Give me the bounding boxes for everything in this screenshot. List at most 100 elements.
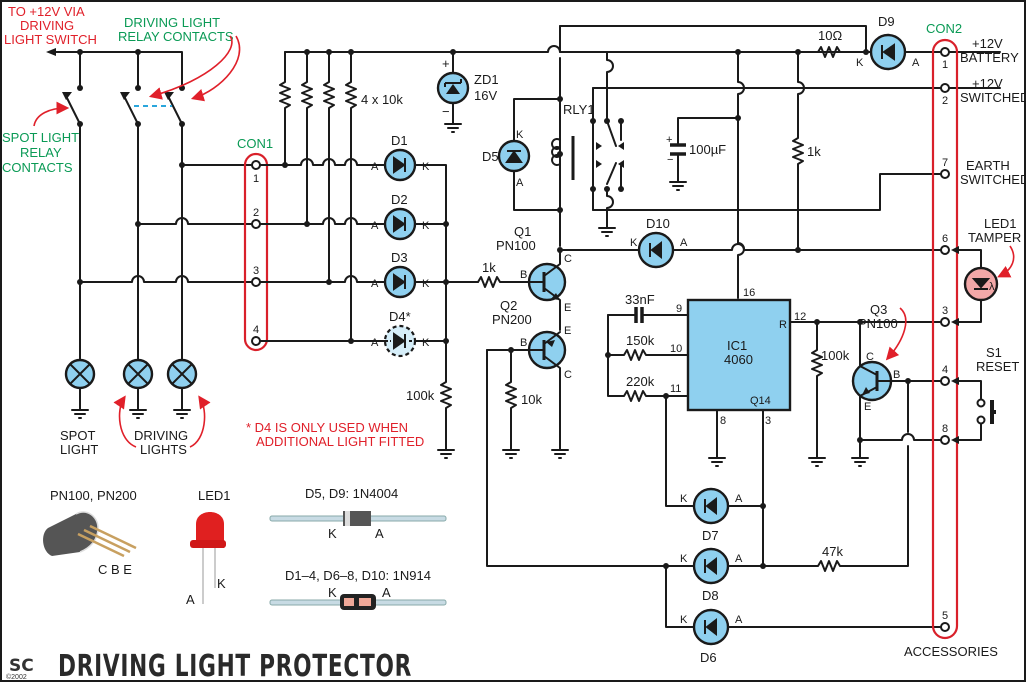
s1-label-2: RESET	[976, 359, 1019, 374]
spot-relay-label-2: RELAY	[20, 145, 62, 160]
d4-note-1: * D4 IS ONLY USED WHEN	[246, 420, 408, 435]
d10-a: A	[680, 237, 688, 249]
to-switch-label-1: TO +12V VIA	[8, 4, 85, 19]
driving-lights-label-2: LIGHTS	[140, 442, 187, 457]
r-10ohm-label: 10Ω	[818, 28, 842, 43]
d2-label: D2	[391, 192, 408, 207]
ic1-pin11: 11	[670, 383, 681, 395]
to-switch-label-2: DRIVING	[20, 18, 74, 33]
zd1-minus: −	[442, 104, 450, 119]
svg-text:K: K	[680, 614, 688, 626]
driving-relay-label-1: DRIVING LIGHT	[124, 15, 220, 30]
driving-lights-label-1: DRIVING	[134, 428, 188, 443]
d10-label: D10	[646, 216, 670, 231]
d10-k: K	[630, 237, 638, 249]
legend-led-a: A	[186, 592, 195, 607]
s1-label-1: S1	[986, 345, 1002, 360]
pointer-arrow-icon	[189, 395, 211, 448]
ic1-ref: IC1	[727, 338, 747, 353]
r-1k-top-label: 1k	[807, 144, 821, 159]
transistor-package-icon	[43, 511, 137, 558]
arrow-left-icon	[46, 48, 56, 56]
q3-c: C	[866, 351, 874, 363]
con2-pin7-label-2: SWITCHED	[960, 172, 1026, 187]
d5-label: D5	[482, 149, 499, 164]
r-220k-label: 220k	[626, 374, 655, 389]
q1-b: B	[520, 269, 527, 281]
rly1-label: RLY1	[563, 102, 595, 117]
legend-led-label: LED1	[198, 488, 231, 503]
spot-light-label-1: SPOT	[60, 428, 95, 443]
diode-d3	[383, 265, 417, 299]
diagram-title: DRIVING LIGHT PROTECTOR	[58, 649, 412, 682]
copyright: ©2002	[6, 673, 27, 681]
svg-text:3: 3	[253, 265, 259, 277]
q1-c: C	[564, 253, 572, 265]
svg-text:2: 2	[942, 95, 948, 107]
q2-b: B	[520, 337, 527, 349]
d9-label: D9	[878, 14, 895, 29]
ic1-pin8: 8	[720, 415, 726, 427]
d3-label: D3	[391, 250, 408, 265]
ic1-pin10: 10	[670, 343, 682, 355]
d1-label: D1	[391, 133, 408, 148]
lamp-driving-2	[166, 358, 198, 419]
diode-d6	[692, 608, 730, 646]
d8-label: D8	[702, 588, 719, 603]
q3-type: PN100	[858, 316, 898, 331]
svg-text:5: 5	[942, 610, 948, 622]
relay-contacts-group	[46, 48, 185, 361]
lamp-driving-1	[122, 358, 154, 419]
zd1-plus: +	[442, 56, 450, 71]
svg-text:2: 2	[253, 207, 259, 219]
svg-text:A: A	[735, 493, 743, 505]
d6-label: D6	[700, 650, 717, 665]
led1-label-2: TAMPER	[968, 230, 1021, 245]
pointer-arrow-icon	[190, 35, 241, 102]
legend-power-diode-label: D5, D9: 1N4004	[305, 486, 398, 501]
diode-d5	[497, 139, 531, 173]
legend-signal-diode-label: D1–4, D6–8, D10: 1N914	[285, 568, 431, 583]
r-150k-label: 150k	[626, 333, 655, 348]
svg-text:K: K	[680, 493, 688, 505]
svg-text:7: 7	[942, 157, 948, 169]
svg-text:K: K	[680, 553, 688, 565]
svg-text:K: K	[422, 278, 430, 290]
spot-light-label-2: LIGHT	[60, 442, 98, 457]
pointer-arrow-icon	[33, 101, 70, 127]
d5-k: K	[516, 129, 524, 141]
con2-pin7-label-1: EARTH	[966, 158, 1010, 173]
legend-signal-diode-a: A	[382, 585, 391, 600]
con2-pin1-label-1: +12V	[972, 36, 1003, 51]
svg-text:A: A	[371, 161, 379, 173]
diode-d2	[383, 207, 417, 241]
con2-pin1-label-2: BATTERY	[960, 50, 1019, 65]
r-1k-base-label: 1k	[482, 260, 496, 275]
zd1-value: 16V	[474, 88, 497, 103]
con2-label: CON2	[926, 21, 962, 36]
q1-e: E	[564, 302, 571, 314]
spot-relay-label-1: SPOT LIGHT	[2, 130, 79, 145]
relay-contacts	[590, 51, 1001, 237]
con1-outline	[243, 152, 269, 352]
led1-label-1: LED1	[984, 216, 1017, 231]
con2-pin5-label: ACCESSORIES	[904, 644, 998, 659]
ic1-pin12: 12	[794, 311, 806, 323]
s1-reset-switch[interactable]	[976, 398, 997, 425]
legend-power-diode-k: K	[328, 526, 337, 541]
d4-label: D4*	[389, 309, 411, 324]
ic1-pin-r: R	[779, 319, 787, 331]
relay-coil	[551, 136, 575, 180]
svg-text:K: K	[422, 161, 430, 173]
diode-d1	[383, 148, 417, 182]
svg-text:K: K	[422, 220, 430, 232]
pointer-arrow-icon	[113, 395, 137, 448]
legend-transistor-label: PN100, PN200	[50, 488, 137, 503]
diode-d9	[869, 33, 907, 71]
d4-note-2: ADDITIONAL LIGHT FITTED	[256, 434, 424, 449]
svg-text:4: 4	[253, 324, 259, 336]
q2-c: C	[564, 369, 572, 381]
signal-diode-package-icon	[269, 594, 447, 610]
svg-text:K: K	[422, 337, 430, 349]
